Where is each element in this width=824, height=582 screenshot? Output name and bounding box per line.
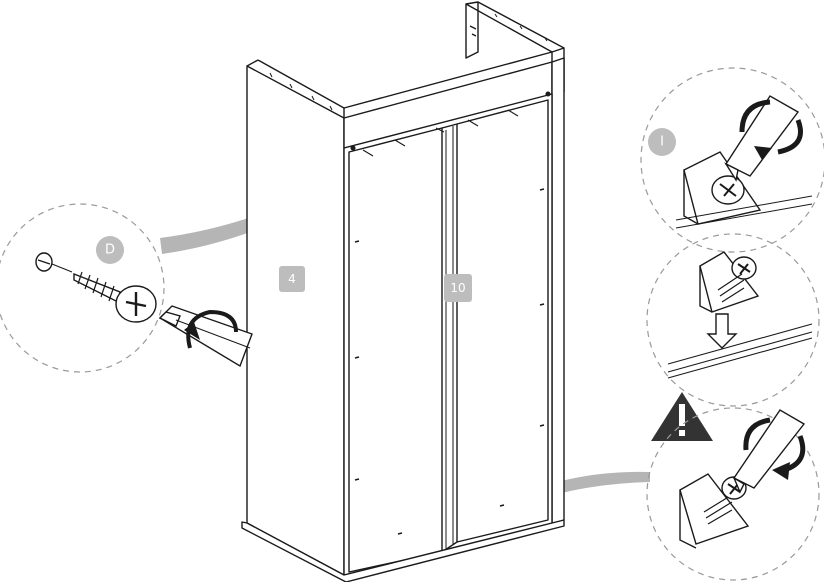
screwdriver-icon — [158, 305, 253, 368]
screw-head-icon — [711, 175, 745, 205]
detail-circle-warning — [646, 407, 820, 581]
rotation-arrow-icon-top — [739, 99, 803, 160]
down-arrow-icon — [706, 313, 738, 349]
back-panel — [465, 1, 479, 59]
door-10 — [456, 99, 549, 543]
badge-i: I — [648, 128, 676, 156]
rail-icon — [667, 323, 813, 379]
badge-i-text: I — [660, 135, 664, 150]
label-panel-10-text: 10 — [450, 281, 465, 295]
badge-d-text: D — [105, 243, 115, 258]
hinge-marks — [354, 188, 545, 535]
base-plinth — [241, 519, 565, 582]
label-panel-4: 4 — [279, 266, 305, 292]
detail-circle-i — [640, 67, 824, 253]
detail-circle-mount — [646, 233, 820, 407]
screwdriver-icon-top — [724, 95, 800, 182]
wardrobe — [241, 1, 565, 582]
bracket-icon-bottom — [679, 473, 750, 549]
screwdriver-icon-bottom — [732, 409, 806, 494]
cam-cap-icon — [35, 252, 73, 273]
bracket-icon-mid — [699, 251, 760, 313]
detail-circle-d — [0, 203, 165, 373]
callout-line-right — [510, 471, 650, 508]
callout-line-left — [160, 170, 358, 254]
side-panel-4 — [246, 65, 345, 576]
door-left — [348, 127, 443, 573]
label-panel-4-text: 4 — [288, 272, 296, 286]
screw-icon — [73, 271, 157, 323]
rotation-arrow-icon-bottom — [743, 417, 806, 480]
badge-d: D — [96, 236, 124, 264]
rotation-arrow-icon — [184, 309, 238, 349]
warning-icon — [651, 392, 713, 441]
top-rail-screws — [350, 91, 551, 157]
label-panel-10: 10 — [444, 274, 472, 302]
